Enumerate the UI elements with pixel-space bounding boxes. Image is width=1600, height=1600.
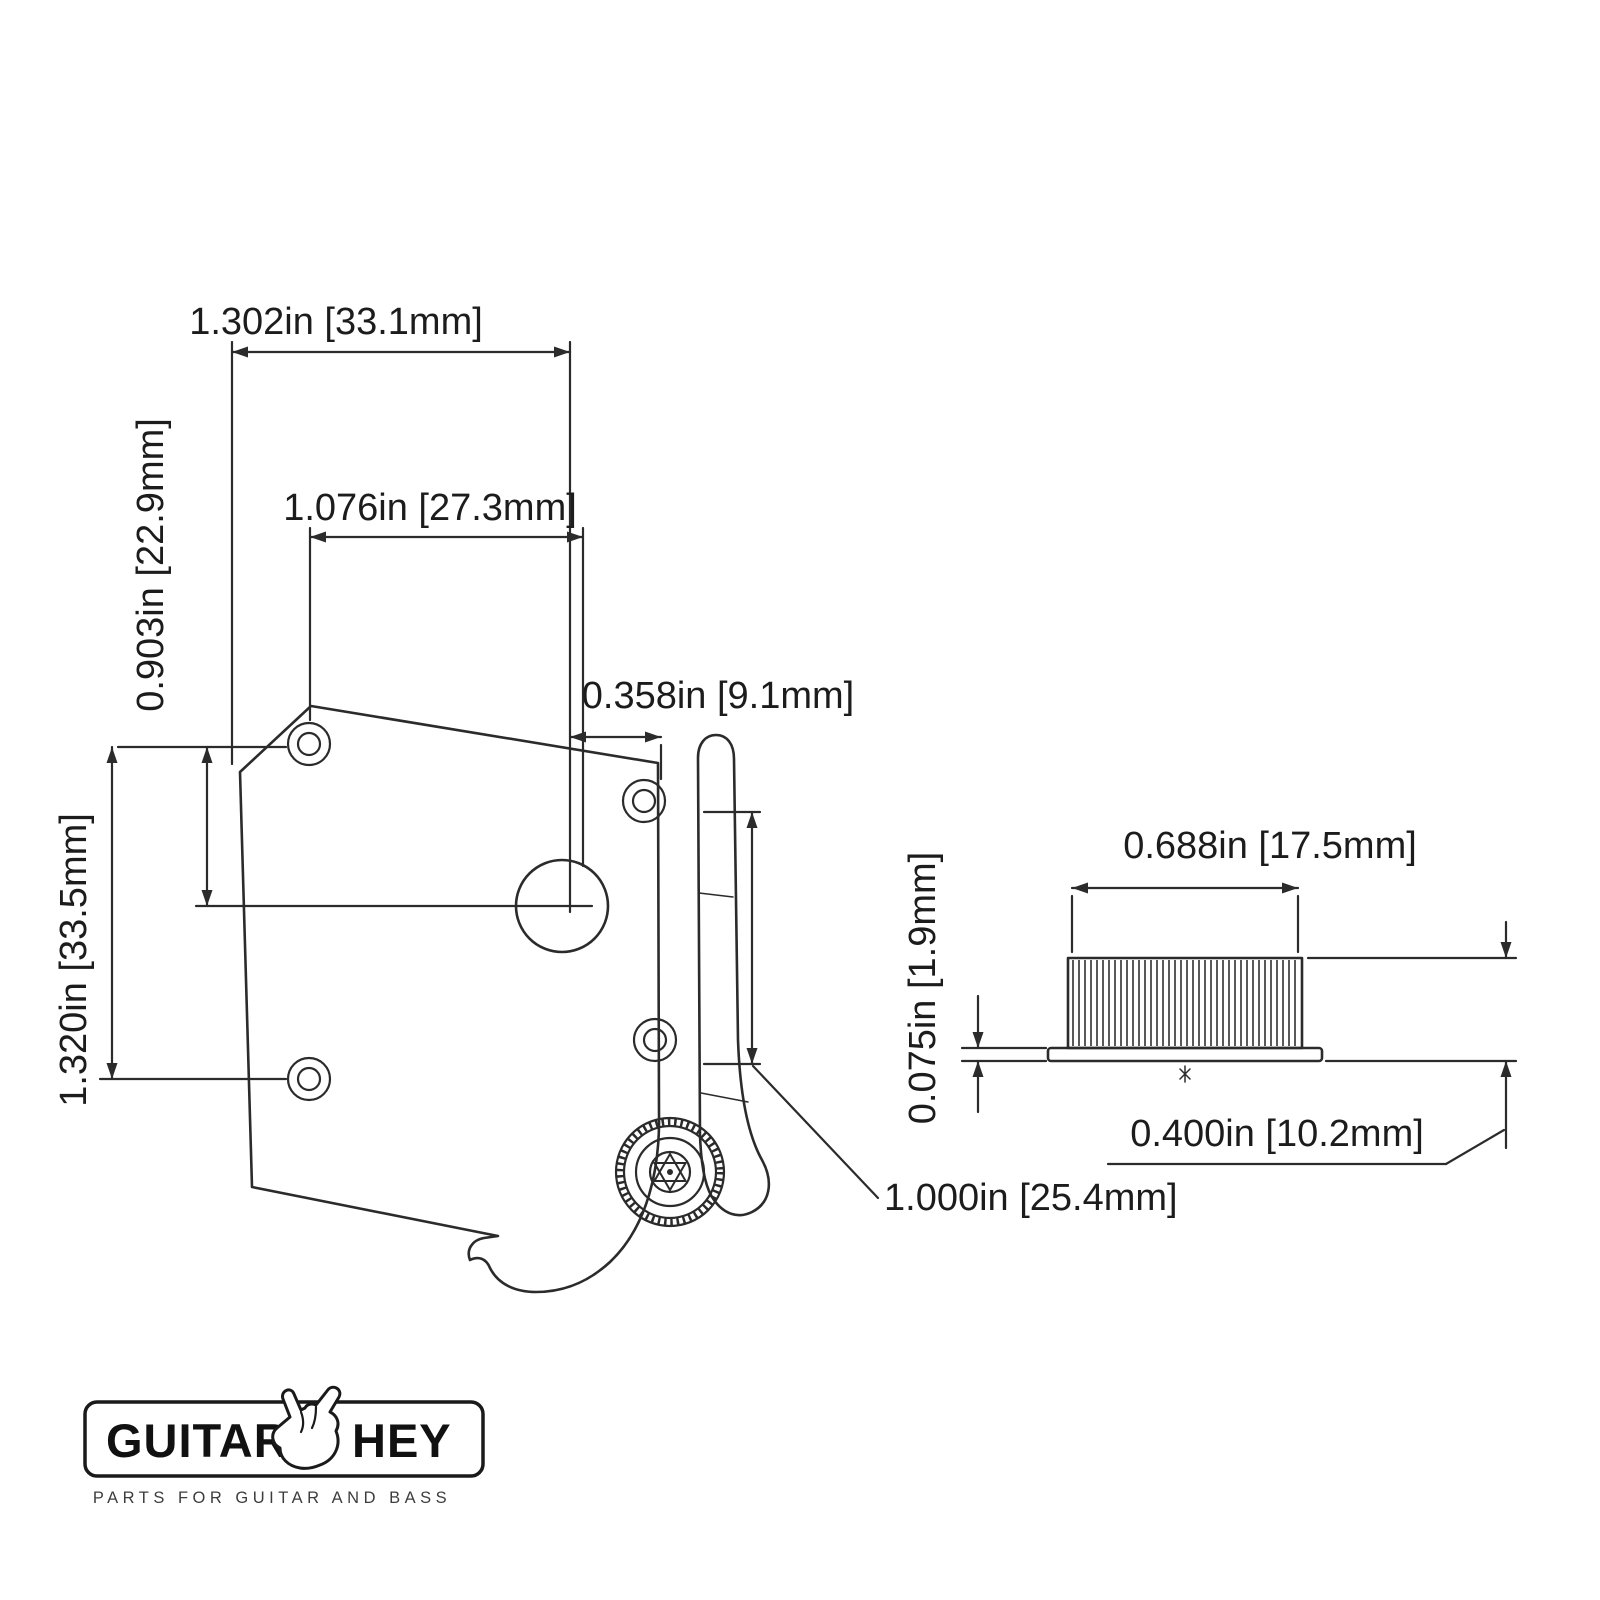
dim-post-to-lever: 0.358in [9.1mm] bbox=[568, 675, 854, 781]
dim-label-lever-length: 1.000in [25.4mm] bbox=[884, 1177, 1178, 1219]
screw-hole-bottom-right bbox=[632, 1017, 678, 1063]
dim-holes-width: 1.076in [27.3mm] bbox=[283, 487, 585, 868]
gear-screw bbox=[614, 1116, 726, 1228]
dim-knob-diameter: 0.688in [17.5mm] bbox=[1070, 825, 1417, 954]
rock-hand-icon bbox=[271, 1385, 342, 1470]
tuner-plate-view bbox=[238, 704, 771, 1294]
dim-label-flange-thickness: 0.075in [1.9mm] bbox=[902, 852, 944, 1124]
center-mark bbox=[1179, 1065, 1191, 1083]
dim-holes-height: 1.320in [33.5mm] bbox=[53, 745, 288, 1107]
screw-hole-top-right bbox=[621, 778, 667, 824]
dim-lever-length: 1.000in [25.4mm] bbox=[702, 810, 1178, 1219]
plate-outline bbox=[238, 704, 661, 1294]
dim-label-top-width: 1.302in [33.1mm] bbox=[189, 301, 483, 343]
dim-label-knob-height: 0.400in [10.2mm] bbox=[1130, 1113, 1424, 1155]
dim-label-upper-height: 0.903in [22.9mm] bbox=[130, 418, 172, 712]
dim-knob-height: 0.400in [10.2mm] bbox=[1106, 920, 1518, 1166]
logo-text-right: HEY bbox=[352, 1414, 452, 1467]
knob-flange bbox=[1046, 1046, 1324, 1063]
screw-hole-top-left bbox=[286, 721, 332, 767]
screw-hole-bottom-left bbox=[286, 1056, 332, 1102]
brand-logo: GUITAR HEY PARTS FOR GUITAR AND BASS bbox=[83, 1385, 485, 1507]
dim-label-holes-width: 1.076in [27.3mm] bbox=[283, 487, 577, 529]
dim-label-holes-height: 1.320in [33.5mm] bbox=[53, 813, 95, 1107]
logo-tagline: PARTS FOR GUITAR AND BASS bbox=[93, 1489, 451, 1507]
dim-label-knob-diameter: 0.688in [17.5mm] bbox=[1123, 825, 1417, 867]
tuner-lever bbox=[696, 733, 771, 1217]
dim-flange-thickness: 0.075in [1.9mm] bbox=[902, 852, 1048, 1124]
knob-side-view bbox=[1046, 956, 1324, 1083]
dim-top-width: 1.302in [33.1mm] bbox=[189, 301, 572, 914]
dim-label-post-to-lever: 0.358in [9.1mm] bbox=[582, 675, 854, 717]
knurl-texture bbox=[1072, 960, 1296, 1046]
dim-upper-height: 0.903in [22.9mm] bbox=[116, 418, 594, 908]
logo-text-left: GUITAR bbox=[106, 1414, 289, 1467]
